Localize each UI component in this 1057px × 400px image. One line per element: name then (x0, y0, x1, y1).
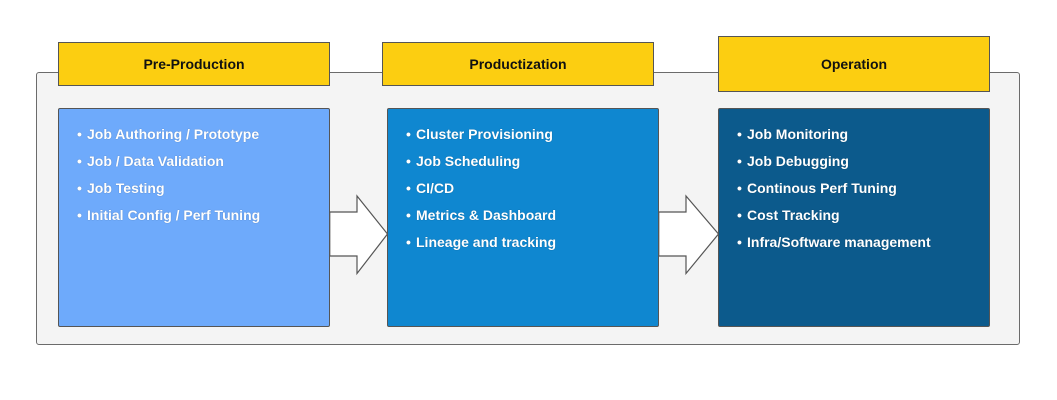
stage-item: Job Debugging (737, 153, 989, 169)
stage-item: Lineage and tracking (406, 234, 658, 250)
stage-item: Continous Perf Tuning (737, 180, 989, 196)
stage-item: Job Scheduling (406, 153, 658, 169)
stage-item: Job / Data Validation (77, 153, 329, 169)
stage-item: Job Authoring / Prototype (77, 126, 329, 142)
stage-box-productization: Cluster Provisioning Job Scheduling CI/C… (387, 108, 659, 327)
stage-item: CI/CD (406, 180, 658, 196)
flow-arrow-icon (329, 194, 389, 276)
stage-header-pre-production: Pre-Production (58, 42, 330, 86)
stage-box-operation: Job Monitoring Job Debugging Continous P… (718, 108, 990, 327)
stage-item: Job Testing (77, 180, 329, 196)
stage-item: Infra/Software management (737, 234, 989, 250)
stage-header-productization: Productization (382, 42, 654, 86)
flow-arrow-icon (658, 194, 720, 276)
stage-item-list: Job Monitoring Job Debugging Continous P… (737, 126, 989, 250)
stage-item: Cluster Provisioning (406, 126, 658, 142)
stage-item-list: Job Authoring / Prototype Job / Data Val… (77, 126, 329, 223)
stage-header-operation: Operation (718, 36, 990, 92)
stage-item: Initial Config / Perf Tuning (77, 207, 329, 223)
stage-item: Job Monitoring (737, 126, 989, 142)
stage-item-list: Cluster Provisioning Job Scheduling CI/C… (406, 126, 658, 250)
stage-item: Cost Tracking (737, 207, 989, 223)
stage-item: Metrics & Dashboard (406, 207, 658, 223)
stage-box-pre-production: Job Authoring / Prototype Job / Data Val… (58, 108, 330, 327)
